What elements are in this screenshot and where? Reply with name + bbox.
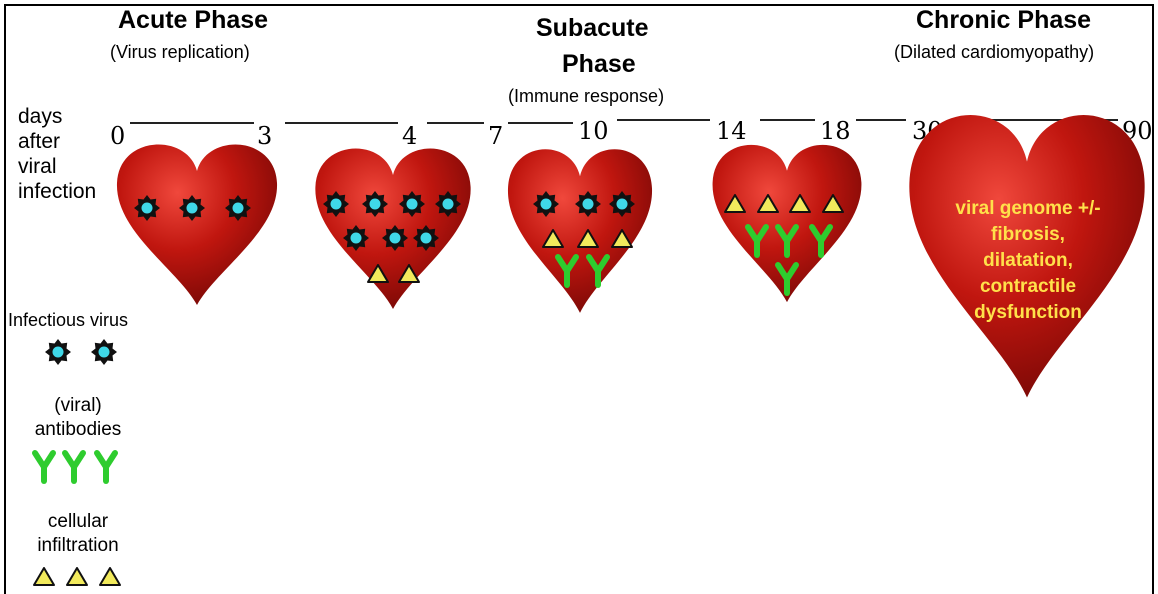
- legend-infiltration-icons: [33, 567, 121, 586]
- legend-virus-icons: [45, 339, 117, 365]
- axis-label: days after viral infection: [18, 104, 96, 204]
- tick-4: 4: [402, 122, 418, 150]
- antibody-icon: [65, 453, 83, 481]
- figure-frame: [4, 4, 1154, 594]
- heart-day4-7: [315, 148, 471, 309]
- virus-icon: [399, 191, 425, 217]
- legend-infiltration-label: cellular infiltration: [26, 510, 130, 558]
- legend-antibodies-line1: (viral): [54, 395, 102, 416]
- axis-label-line3: viral: [18, 155, 57, 178]
- virus-icon: [382, 225, 408, 251]
- acute-phase-subtitle: (Virus replication): [110, 42, 250, 62]
- virus-icon: [91, 339, 117, 365]
- virus-icon: [323, 191, 349, 217]
- tick-14: 14: [716, 117, 747, 145]
- chronic-text-line1: viral genome +/-: [955, 198, 1101, 219]
- legend-antibodies-label: (viral) antibodies: [26, 394, 130, 442]
- chronic-text-line3: dilatation,: [983, 250, 1073, 271]
- virus-icon: [435, 191, 461, 217]
- virus-icon: [609, 191, 635, 217]
- virus-icon: [575, 191, 601, 217]
- chronic-phase-title: Chronic Phase: [916, 6, 1092, 34]
- legend-virus-label: Infectious virus: [8, 310, 129, 330]
- antibody-icon: [35, 453, 53, 481]
- legend-infiltration-line2: infiltration: [37, 535, 119, 556]
- tick-0: 0: [110, 122, 126, 150]
- chronic-text-line5: dysfunction: [974, 302, 1082, 323]
- virus-icon: [225, 195, 251, 221]
- virus-icon: [343, 225, 369, 251]
- chronic-text-line4: contractile: [979, 276, 1077, 297]
- heart-day14-18: [712, 144, 862, 303]
- acute-phase-title: Acute Phase: [118, 6, 269, 34]
- legend-antibodies-line2: antibodies: [34, 419, 122, 440]
- legend-antibody-icons: [35, 453, 115, 481]
- tick-18: 18: [820, 117, 851, 145]
- infiltration-icon: [33, 567, 55, 586]
- virus-icon: [134, 195, 160, 221]
- chronic-heart-text: viral genome +/- fibrosis, dilatation, c…: [930, 196, 1126, 326]
- subacute-phase-title-line1: Subacute: [536, 14, 649, 42]
- virus-icon: [45, 339, 71, 365]
- axis-label-line4: infection: [18, 180, 97, 203]
- heart-acute: [116, 144, 278, 305]
- tick-3: 3: [257, 122, 273, 150]
- infiltration-icon: [66, 567, 88, 586]
- legend-infiltration-line1: cellular: [47, 511, 109, 532]
- antibody-icon: [97, 453, 115, 481]
- heart-icon: [116, 144, 278, 305]
- infiltration-icon: [99, 567, 121, 586]
- tick-10: 10: [578, 117, 609, 145]
- virus-icon: [362, 191, 388, 217]
- virus-icon: [413, 225, 439, 251]
- subacute-phase-title-line2: Phase: [562, 50, 636, 78]
- tick-7: 7: [488, 122, 504, 150]
- chronic-text-line2: fibrosis,: [991, 224, 1065, 245]
- axis-label-line1: days: [18, 105, 63, 128]
- heart-day10: [507, 149, 653, 313]
- chronic-phase-subtitle: (Dilated cardiomyopathy): [894, 42, 1095, 62]
- heart-icon: [507, 149, 653, 313]
- virus-icon: [179, 195, 205, 221]
- axis-label-line2: after: [18, 130, 61, 153]
- subacute-phase-subtitle: (Immune response): [508, 86, 665, 106]
- virus-icon: [533, 191, 559, 217]
